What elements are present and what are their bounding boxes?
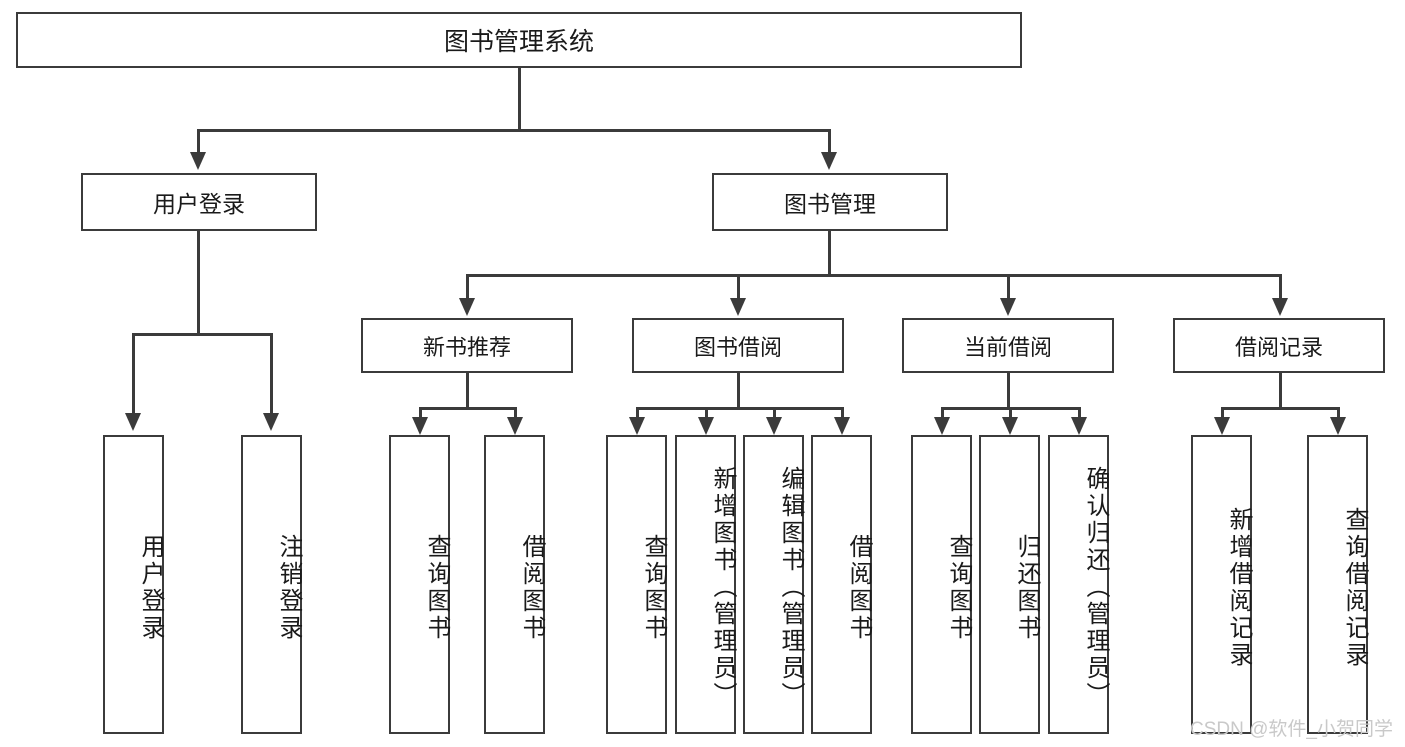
connector-user-login-stem [197,231,200,335]
leaf-user-login[interactable]: 用户登录 [103,435,164,734]
connector-user-login-to-leaf-2 [270,333,273,415]
connector-br-to-leaf-2 [1337,407,1340,419]
arrowhead-borrow-record [1272,298,1288,316]
connector-current-borrow-stem [1007,373,1010,409]
arrowhead-leaf-borrow-book-2 [834,417,850,435]
arrowhead-leaf-query-book-3 [934,417,950,435]
leaf-confirm-return[interactable]: 确认归还（管理员） [1048,435,1109,734]
arrowhead-leaf-borrow-book-1 [507,417,523,435]
watermark: CSDN @软件_小贺同学 [1190,714,1393,741]
node-label: 用户登录 [153,191,245,217]
node-book-borrow[interactable]: 图书借阅 [632,318,844,373]
connector-root-to-book-management [828,129,831,154]
node-user-login[interactable]: 用户登录 [81,173,317,231]
arrowhead-leaf-confirm-return [1071,417,1087,435]
node-label: 新书推荐 [422,334,511,360]
arrowhead-current-borrow [1000,298,1016,316]
leaf-query-book-3[interactable]: 查询图书 [911,435,972,734]
arrowhead-leaf-add-record [1214,417,1230,435]
leaf-label: 查询借阅记录 [1341,506,1368,669]
connector-root-bus [197,129,831,132]
connector-br-to-leaf-1 [1221,407,1224,419]
arrowhead-leaf-query-book-1 [412,417,428,435]
arrowhead-leaf-query-book-2 [629,417,645,435]
connector-bb-to-leaf-2 [705,407,708,419]
leaf-label: 编辑图书（管理员） [777,466,804,709]
connector-borrow-record-stem [1279,373,1282,409]
leaf-label: 查询图书 [640,533,667,642]
leaf-label: 注销登录 [275,533,302,642]
leaf-edit-book[interactable]: 编辑图书（管理员） [743,435,804,734]
node-label: 图书借阅 [693,334,782,360]
leaf-label: 新增图书（管理员） [709,466,736,709]
leaf-borrow-book-1[interactable]: 借阅图书 [484,435,545,734]
arrowhead-leaf-query-record [1330,417,1346,435]
arrowhead-book-management [821,152,837,170]
leaf-borrow-book-2[interactable]: 借阅图书 [811,435,872,734]
arrowhead-leaf-add-book [698,417,714,435]
connector-bm-to-current-borrow [1007,274,1010,300]
leaf-add-record[interactable]: 新增借阅记录 [1191,435,1252,734]
leaf-query-record[interactable]: 查询借阅记录 [1307,435,1368,734]
connector-bb-to-leaf-4 [841,407,844,419]
connector-user-login-bus [132,333,272,336]
arrowhead-leaf-edit-book [766,417,782,435]
leaf-query-book-1[interactable]: 查询图书 [389,435,450,734]
watermark-text: CSDN @软件_小贺同学 [1190,719,1393,740]
connector-bm-to-borrow-record [1279,274,1282,300]
connector-root-to-user-login [197,129,200,154]
connector-bb-to-leaf-1 [636,407,639,419]
leaf-label: 查询图书 [945,533,972,642]
connector-new-book-stem [466,373,469,409]
arrowhead-leaf-logout-login [263,413,279,431]
connector-bm-to-new-book [466,274,469,300]
connector-book-management-stem [828,231,831,276]
connector-book-borrow-stem [737,373,740,409]
connector-bb-to-leaf-3 [773,407,776,419]
leaf-label: 用户登录 [137,533,164,642]
connector-cb-to-leaf-1 [941,407,944,419]
node-new-book-recommend[interactable]: 新书推荐 [361,318,573,373]
leaf-return-book[interactable]: 归还图书 [979,435,1040,734]
connector-new-book-to-leaf-1 [419,407,422,419]
arrowhead-leaf-return-book [1002,417,1018,435]
connector-book-management-bus [466,274,1282,277]
node-label: 图书管理系统 [443,28,594,56]
connector-cb-to-leaf-3 [1078,407,1081,419]
node-label: 当前借阅 [963,334,1052,360]
arrowhead-book-borrow [730,298,746,316]
leaf-label: 新增借阅记录 [1225,506,1252,669]
node-book-management-system[interactable]: 图书管理系统 [16,12,1022,68]
leaf-label: 借阅图书 [518,533,545,642]
leaf-query-book-2[interactable]: 查询图书 [606,435,667,734]
arrowhead-user-login [190,152,206,170]
node-book-management[interactable]: 图书管理 [712,173,948,231]
connector-new-book-bus [419,407,517,410]
leaf-label: 归还图书 [1013,533,1040,642]
leaf-label: 确认归还（管理员） [1082,466,1109,709]
node-current-borrow[interactable]: 当前借阅 [902,318,1114,373]
connector-bm-to-book-borrow [737,274,740,300]
connector-borrow-record-bus [1221,407,1340,410]
leaf-label: 查询图书 [423,533,450,642]
leaf-logout-login[interactable]: 注销登录 [241,435,302,734]
leaf-label: 借阅图书 [845,533,872,642]
node-label: 借阅记录 [1234,334,1323,360]
arrowhead-new-book-recommend [459,298,475,316]
connector-book-borrow-bus [636,407,843,410]
leaf-add-book[interactable]: 新增图书（管理员） [675,435,736,734]
connector-new-book-to-leaf-2 [514,407,517,419]
connector-user-login-to-leaf-1 [132,333,135,415]
arrowhead-leaf-user-login [125,413,141,431]
node-label: 图书管理 [784,191,876,217]
node-borrow-record[interactable]: 借阅记录 [1173,318,1385,373]
connector-root-stem [518,68,521,131]
connector-cb-to-leaf-2 [1009,407,1012,419]
